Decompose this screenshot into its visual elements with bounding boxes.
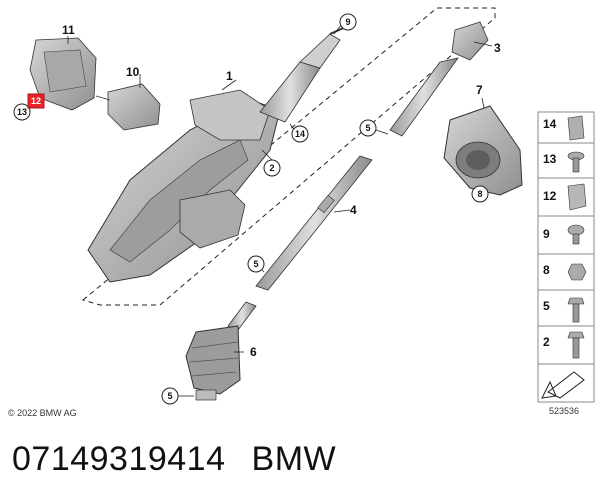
svg-text:12: 12: [31, 96, 41, 106]
circled-callout-13: 13: [13, 103, 31, 121]
svg-text:14: 14: [295, 129, 305, 139]
part-footer: 07149319414 BMW: [12, 440, 362, 479]
svg-text:5: 5: [167, 391, 172, 401]
clip-nut-icon: [567, 115, 585, 141]
rubber-boot-6: [185, 301, 257, 401]
hex-nut-icon: [567, 263, 587, 281]
circled-callout-9: 9: [339, 13, 357, 31]
flange-bolt-icon: [567, 331, 585, 359]
svg-text:5: 5: [253, 259, 258, 269]
fastener-legend: 14 13 12 9 8 5 2: [537, 111, 595, 403]
bracket-11: [29, 37, 97, 111]
part-number: 07149319414: [12, 440, 226, 478]
callout-1: 1: [226, 69, 233, 83]
svg-text:2: 2: [269, 163, 274, 173]
circled-callout-5-lower: 5: [161, 387, 179, 405]
circled-callout-5-upper: 5: [359, 119, 377, 137]
brand-name: BMW: [251, 440, 337, 478]
steering-shaft-4: [255, 155, 373, 291]
circled-callout-8: 8: [471, 185, 489, 203]
svg-text:13: 13: [17, 107, 27, 117]
assembly-dashed-frame: [81, 7, 496, 306]
legend-label-5: 5: [543, 299, 550, 313]
legend-label-2: 2: [543, 335, 550, 349]
nut-clip-icon: [567, 183, 587, 211]
copyright-text: © 2022 BMW AG: [8, 408, 77, 418]
steering-column-exploded-view: 1 3 4 6 7 10 11 9 2 14 5 5 5 8 13 12: [8, 7, 595, 418]
cover-7: [443, 105, 523, 196]
highlighted-callout-12[interactable]: 12: [27, 93, 45, 109]
callout-3: 3: [494, 41, 501, 55]
legend-label-14: 14: [543, 117, 557, 131]
intermediate-shaft-3: [389, 21, 489, 137]
legend-label-12: 12: [543, 189, 557, 203]
svg-text:5: 5: [365, 123, 370, 133]
control-module-10: [95, 83, 161, 131]
circled-callout-14: 14: [291, 125, 309, 143]
svg-text:9: 9: [345, 17, 350, 27]
drawing-number: 523536: [549, 406, 579, 416]
legend-label-9: 9: [543, 227, 550, 241]
svg-text:8: 8: [477, 189, 482, 199]
callout-11: 11: [62, 23, 75, 37]
legend-label-8: 8: [543, 263, 550, 277]
callout-6: 6: [250, 345, 257, 359]
callout-7: 7: [476, 83, 483, 97]
washer-screw-icon: [567, 151, 585, 173]
steering-column-1: [87, 25, 349, 283]
arrow-icon: [541, 371, 585, 399]
callout-4: 4: [350, 203, 357, 217]
callout-10: 10: [126, 65, 140, 79]
legend-label-13: 13: [543, 152, 557, 166]
round-head-screw-icon: [567, 224, 585, 245]
circled-callout-5-middle: 5: [247, 255, 265, 273]
circled-callout-2: 2: [263, 159, 281, 177]
hex-bolt-icon: [567, 297, 585, 323]
